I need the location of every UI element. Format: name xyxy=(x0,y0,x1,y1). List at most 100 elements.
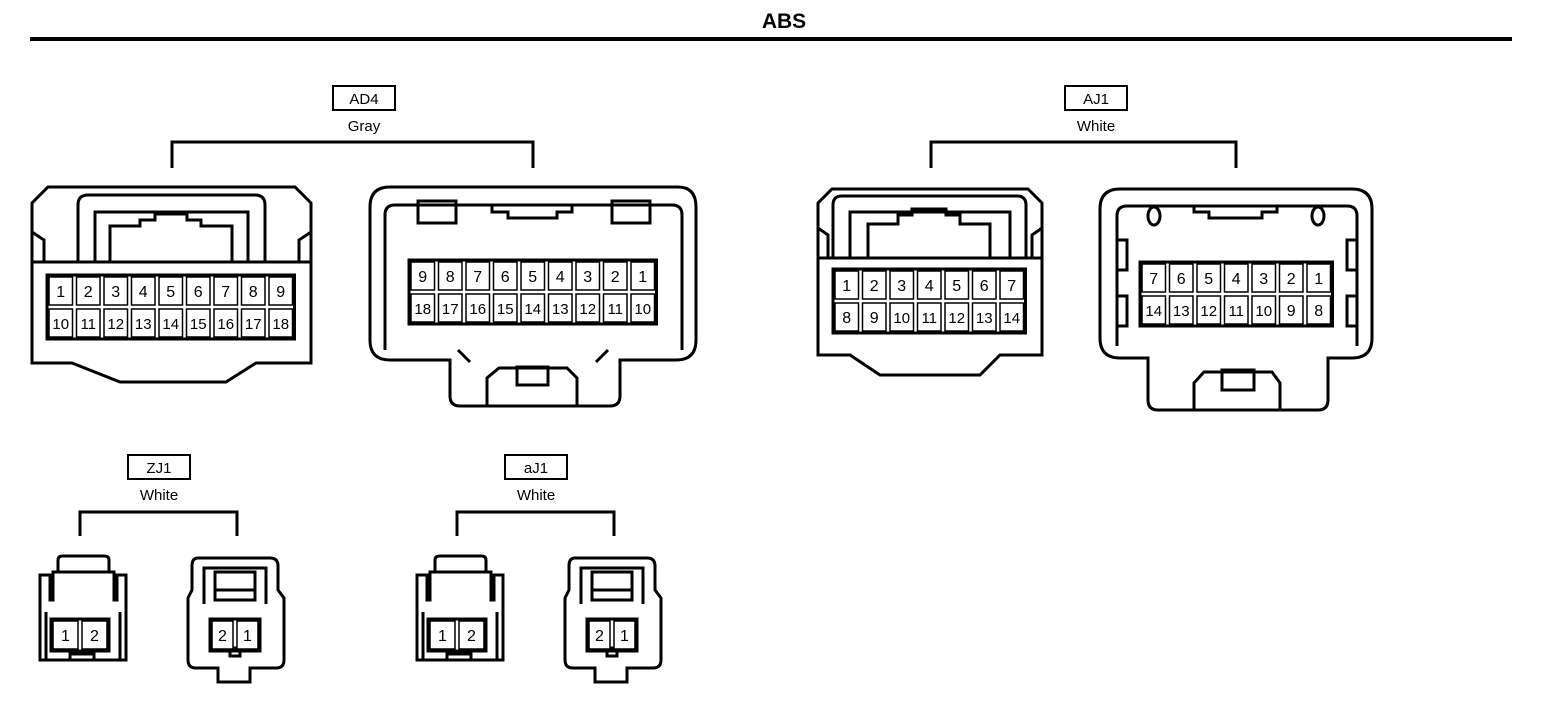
female-housing-outline xyxy=(30,185,313,384)
pin-cell xyxy=(48,276,74,306)
pin-cell xyxy=(944,270,970,300)
pin-cell xyxy=(437,293,463,323)
pin-grid-frame xyxy=(426,617,488,653)
pin-number: 4 xyxy=(139,284,148,301)
pin-cell xyxy=(240,276,266,306)
pin-number: 10 xyxy=(1255,303,1272,320)
pin-cell xyxy=(1306,263,1332,293)
pin-cell xyxy=(861,270,887,300)
pin-number: 7 xyxy=(1149,271,1158,288)
pin-cell xyxy=(916,302,942,332)
pin-number: 12 xyxy=(107,316,124,333)
pin-cell xyxy=(185,276,211,306)
pin-number: 2 xyxy=(467,628,476,645)
pin-number: 6 xyxy=(501,269,510,286)
pin-cell xyxy=(103,308,129,338)
pin-grid-frame xyxy=(45,273,296,341)
pin-cell xyxy=(520,293,546,323)
pin-number: 1 xyxy=(1314,271,1323,288)
pin-cell xyxy=(999,270,1025,300)
pin-cell xyxy=(630,293,656,323)
pin-number: 1 xyxy=(842,278,851,295)
pin-cell xyxy=(889,270,915,300)
pin-number: 3 xyxy=(1259,271,1268,288)
pin-cell xyxy=(1141,295,1167,325)
pin-cell xyxy=(465,293,491,323)
pin-cell xyxy=(547,261,573,291)
pin-cell xyxy=(130,308,156,338)
pin-cell xyxy=(1196,295,1222,325)
pin-number: 7 xyxy=(1007,278,1016,295)
pin-number: 10 xyxy=(893,310,910,327)
pin-cell xyxy=(834,302,860,332)
pin-cell xyxy=(1278,263,1304,293)
pin-number: 14 xyxy=(162,316,179,333)
pin-cell xyxy=(588,620,611,650)
pin-cell xyxy=(75,276,101,306)
pin-cell xyxy=(1278,295,1304,325)
connector-label: AD4 xyxy=(332,85,396,111)
pin-number: 18 xyxy=(272,316,289,333)
pin-number: 13 xyxy=(976,310,993,327)
pin-number: 11 xyxy=(607,301,623,318)
pin-cell xyxy=(492,293,518,323)
pin-number: 13 xyxy=(552,301,569,318)
pin-number: 5 xyxy=(952,278,961,295)
pin-number: 8 xyxy=(1314,303,1323,320)
pin-cell xyxy=(1141,263,1167,293)
pin-number: 2 xyxy=(611,269,620,286)
pin-number: 2 xyxy=(218,628,227,645)
connector-color: Gray xyxy=(347,118,381,135)
connector-color: White xyxy=(516,487,556,504)
pin-number: 12 xyxy=(1200,303,1217,320)
pin-number: 14 xyxy=(524,301,541,318)
pin-grid-frame xyxy=(407,258,658,326)
pin-number: 15 xyxy=(497,301,514,318)
page-title: ABS xyxy=(761,10,807,33)
pin-cell xyxy=(465,261,491,291)
connector-label: AJ1 xyxy=(1064,85,1128,111)
pin-number: 17 xyxy=(245,316,262,333)
pin-cell xyxy=(75,308,101,338)
pin-number: 8 xyxy=(842,310,851,327)
pin-cell xyxy=(575,293,601,323)
pin-cell xyxy=(268,308,294,338)
pin-cell xyxy=(130,276,156,306)
pin-number: 3 xyxy=(111,284,120,301)
pin-number: 6 xyxy=(980,278,989,295)
pin-cell xyxy=(103,276,129,306)
pin-number: 7 xyxy=(473,269,482,286)
pin-number: 12 xyxy=(579,301,596,318)
pin-grid-frame xyxy=(49,617,111,653)
pin-cell xyxy=(236,620,259,650)
pin-cell xyxy=(410,261,436,291)
pin-cell xyxy=(1306,295,1332,325)
pin-number: 2 xyxy=(595,628,604,645)
pin-number: 2 xyxy=(1287,271,1296,288)
pin-cell xyxy=(52,620,79,650)
pin-cell xyxy=(211,620,234,650)
pin-number: 10 xyxy=(52,316,69,333)
pin-cell xyxy=(81,620,108,650)
pin-cell xyxy=(213,308,239,338)
pin-cell xyxy=(185,308,211,338)
pin-number: 3 xyxy=(897,278,906,295)
pin-number: 3 xyxy=(583,269,592,286)
pin-cell xyxy=(834,270,860,300)
pin-cell xyxy=(1251,263,1277,293)
pin-cell xyxy=(458,620,485,650)
pin-cell xyxy=(602,261,628,291)
pin-number: 16 xyxy=(217,316,234,333)
pin-cell xyxy=(158,308,184,338)
connector-label: ZJ1 xyxy=(127,454,191,480)
pin-number: 7 xyxy=(221,284,230,301)
pin-grid-frame xyxy=(208,617,262,653)
pin-cell xyxy=(602,293,628,323)
